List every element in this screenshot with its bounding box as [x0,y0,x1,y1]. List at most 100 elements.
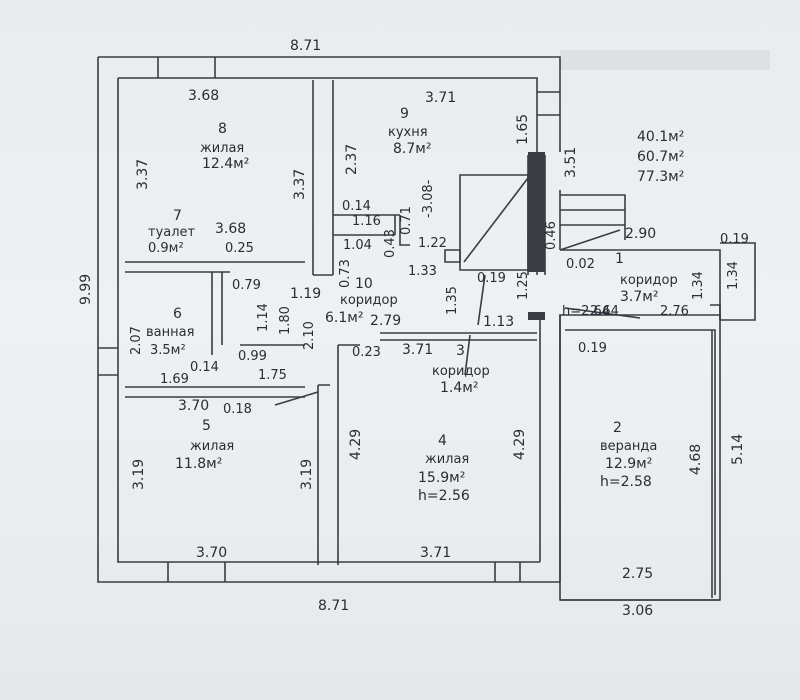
dimension-label: 2.64 [590,304,619,319]
dimension-label: 1.13 [483,314,514,330]
room-9-name: кухня [388,125,428,140]
dimension-label: 1.34 [691,271,706,300]
dimension-label: 1.14 [256,303,271,332]
dimension-label: 3.70 [196,545,227,561]
dimension-label: 0.43 [383,229,398,258]
dimension-label: 2.76 [660,304,689,319]
summary-living-area: 40.1м² [637,129,684,145]
room-7-name: туалет [148,225,196,240]
dimension-label: -3.08- [421,179,436,218]
dimension-label: 0.19 [720,232,749,247]
room-9-number: 9 [400,106,409,122]
dimension-label: 3.37 [292,169,308,200]
dimension-label: 0.79 [232,278,261,293]
room-1-name: коридор [620,273,678,288]
room-4-area: 15.9м² [418,470,465,486]
dimension-label: 0.99 [238,349,267,364]
dimension-label: 0.19 [578,341,607,356]
room-2-area: 12.9м² [605,456,652,472]
room-10-number: 10 [355,276,373,292]
room-4-height: h=2.56 [418,488,470,504]
room-8-area: 12.4м² [202,156,249,172]
dimension-label: 1.25 [516,271,531,300]
room-8-number: 8 [218,121,227,137]
dimension-label: 4.29 [348,429,364,460]
dimension-label: 1.75 [258,368,287,383]
room-10-area: 6.1м² [325,310,363,326]
dimension-label: 2.90 [625,226,656,242]
dim-left-height: 9.99 [78,274,94,305]
dimension-label: 3.71 [402,342,433,358]
dimension-label: 1.19 [290,286,321,302]
dimension-labels: 3.68 3.71 3.37 3.37 2.37 1.65 3.51 -3.08… [129,88,749,582]
dimension-label: 3.68 [188,88,219,104]
faint-stamp [560,50,770,70]
room-5-name: жилая [190,439,234,454]
dimension-label: 0.25 [225,241,254,256]
dimension-label: 3.51 [563,147,579,178]
dimension-label: 0.18 [223,402,252,417]
dimension-label: 0.46 [544,221,559,250]
dimension-label: 1.69 [160,372,189,387]
dimension-label: 0.23 [352,345,381,360]
room-2-number: 2 [613,420,622,436]
room-3-name: коридор [432,364,490,379]
room-3-area: 1.4м² [440,380,478,396]
dimension-label: 2.75 [622,566,653,582]
summary-total-area: 60.7м² [637,149,684,165]
dimension-label: 3.68 [215,221,246,237]
corridor1-height: h=2.64 [562,304,610,319]
room-9-area: 8.7м² [393,141,431,157]
room-8-name: жилая [200,141,244,156]
room-10-name: коридор [340,293,398,308]
dimension-label: 3.70 [178,398,209,414]
room-6-area: 3.5м² [150,343,186,358]
dimension-label: 1.65 [515,114,531,145]
room-6-number: 6 [173,306,182,322]
dimension-label: 1.04 [343,238,372,253]
room-3-number: 3 [456,343,465,359]
dim-top-width: 8.71 [290,38,321,54]
dimension-label: 2.37 [344,144,360,175]
room-2-name: веранда [600,439,657,454]
dimension-label: 0.14 [342,199,371,214]
dimension-label: 1.80 [278,306,293,335]
dimension-label: 2.07 [129,326,144,355]
room-4-number: 4 [438,433,447,449]
dimension-label: 3.19 [131,459,147,490]
dimension-label: 0.19 [477,271,506,286]
dimension-label: 0.71 [399,206,414,235]
room-7-area: 0.9м² [148,241,184,256]
room-7-number: 7 [173,208,182,224]
walls [97,56,756,601]
dim-bottom-width: 8.71 [318,598,349,614]
dimension-label: 0.14 [190,360,219,375]
dimension-label: 3.71 [425,90,456,106]
dim-veranda-bottom: 3.06 [622,603,653,619]
room-2-height: h=2.58 [600,474,652,490]
room-6-name: ванная [146,325,194,340]
room-1-area: 3.7м² [620,289,658,305]
dim-veranda-right: 5.14 [730,434,746,465]
dimension-label: 1.34 [726,261,741,290]
room-1-number: 1 [615,251,624,267]
dimension-label: 2.10 [302,321,317,350]
wall-fills [528,152,545,320]
dimension-label: 0.73 [338,259,353,288]
room-5-area: 11.8м² [175,456,222,472]
dimension-label: 3.37 [135,159,151,190]
dimension-label: 0.02 [566,257,595,272]
dimension-label: 3.19 [299,459,315,490]
room-4-name: жилая [425,452,469,467]
dimension-label: 4.68 [688,444,704,475]
room-5-number: 5 [202,418,211,434]
dimension-label: 1.16 [352,214,381,229]
dimension-label: 3.71 [420,545,451,561]
summary-full-area: 77.3м² [637,169,684,185]
dimension-label: 2.79 [370,313,401,329]
dimension-label: 4.29 [512,429,528,460]
dimension-label: 1.22 [418,236,447,251]
